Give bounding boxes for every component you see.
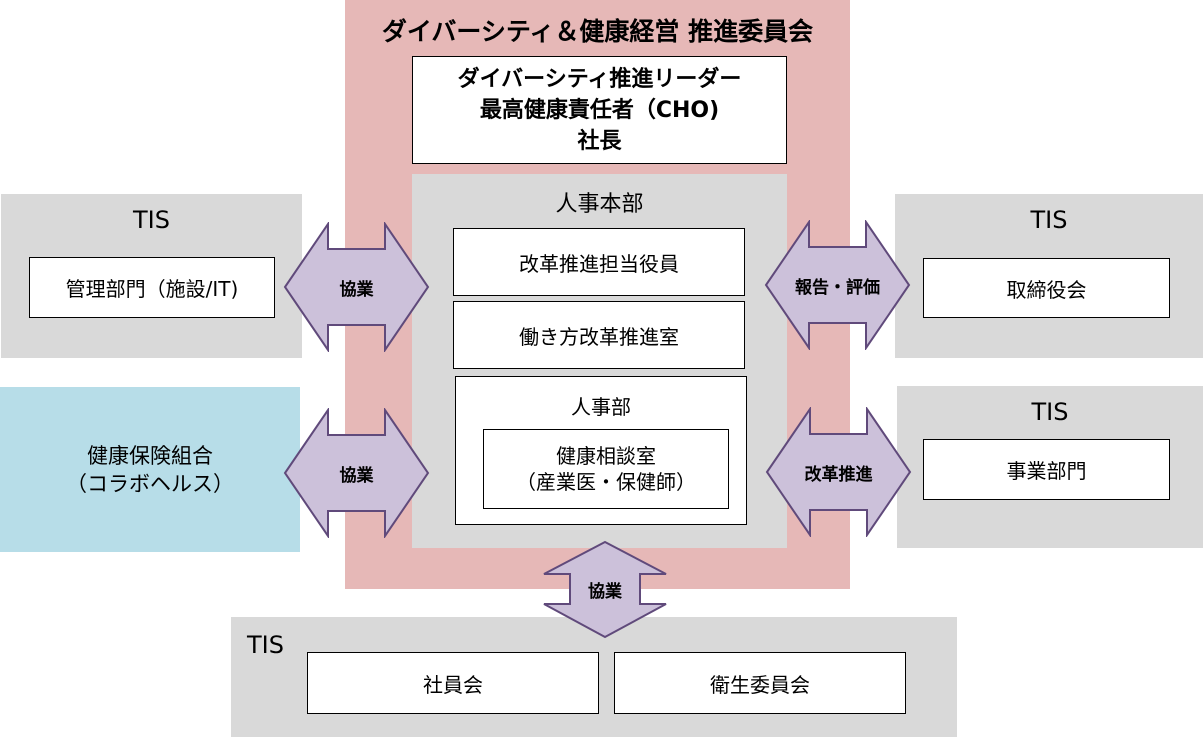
- hr-dept-box: 人事部 健康相談室 （産業医・保健師）: [455, 376, 747, 525]
- reform-officer-box: 改革推進担当役員: [453, 228, 745, 296]
- health-insurance-panel: 健康保険組合 （コラボヘルス）: [0, 387, 300, 552]
- business-division-box: 事業部門: [923, 439, 1170, 500]
- leader-line-diversity: ダイバーシティ推進リーダー: [457, 66, 742, 92]
- health-committee-box: 衛生委員会: [614, 652, 906, 714]
- leader-line-cho: 最高健康責任者（CHO): [479, 97, 720, 123]
- leader-line-president: 社長: [577, 128, 622, 154]
- right-top-double-arrow-icon: [764, 220, 911, 350]
- health-insurance-line1: 健康保険組合: [87, 443, 213, 468]
- hr-head-title: 人事本部: [555, 192, 644, 217]
- left-bottom-arrow-label: 協業: [339, 465, 374, 486]
- left-top-arrow-label: 協業: [339, 279, 374, 300]
- bottom-double-arrow-icon: [543, 540, 667, 639]
- health-insurance-line2: （コラボヘルス）: [66, 471, 234, 496]
- right-bottom-arrow-label: 改革推進: [804, 464, 873, 485]
- health-consult-line1: 健康相談室: [556, 444, 656, 468]
- bottom-org: TIS: [247, 631, 284, 659]
- left-top-org: TIS: [133, 206, 170, 234]
- left-bottom-double-arrow-icon: [283, 408, 430, 538]
- board-box: 取締役会: [923, 258, 1170, 318]
- right-bottom-org: TIS: [1031, 398, 1069, 426]
- bottom-arrow-label: 協業: [588, 582, 622, 602]
- management-dept-box: 管理部門（施設/IT): [29, 257, 275, 318]
- employee-association-box: 社員会: [307, 652, 599, 714]
- committee-title: ダイバーシティ＆健康経営 推進委員会: [381, 17, 814, 46]
- health-consult-box: 健康相談室 （産業医・保健師）: [483, 429, 729, 509]
- right-bottom-double-arrow-icon: [765, 407, 912, 537]
- hr-dept-title: 人事部: [571, 395, 631, 419]
- right-top-org: TIS: [1030, 206, 1068, 234]
- health-consult-line2: （産業医・保健師）: [516, 470, 696, 494]
- work-style-office-box: 働き方改革推進室: [453, 301, 745, 369]
- right-top-arrow-label: 報告・評価: [795, 277, 880, 298]
- leader-box: ダイバーシティ推進リーダー 最高健康責任者（CHO) 社長: [412, 56, 787, 164]
- left-top-double-arrow-icon: [283, 222, 430, 352]
